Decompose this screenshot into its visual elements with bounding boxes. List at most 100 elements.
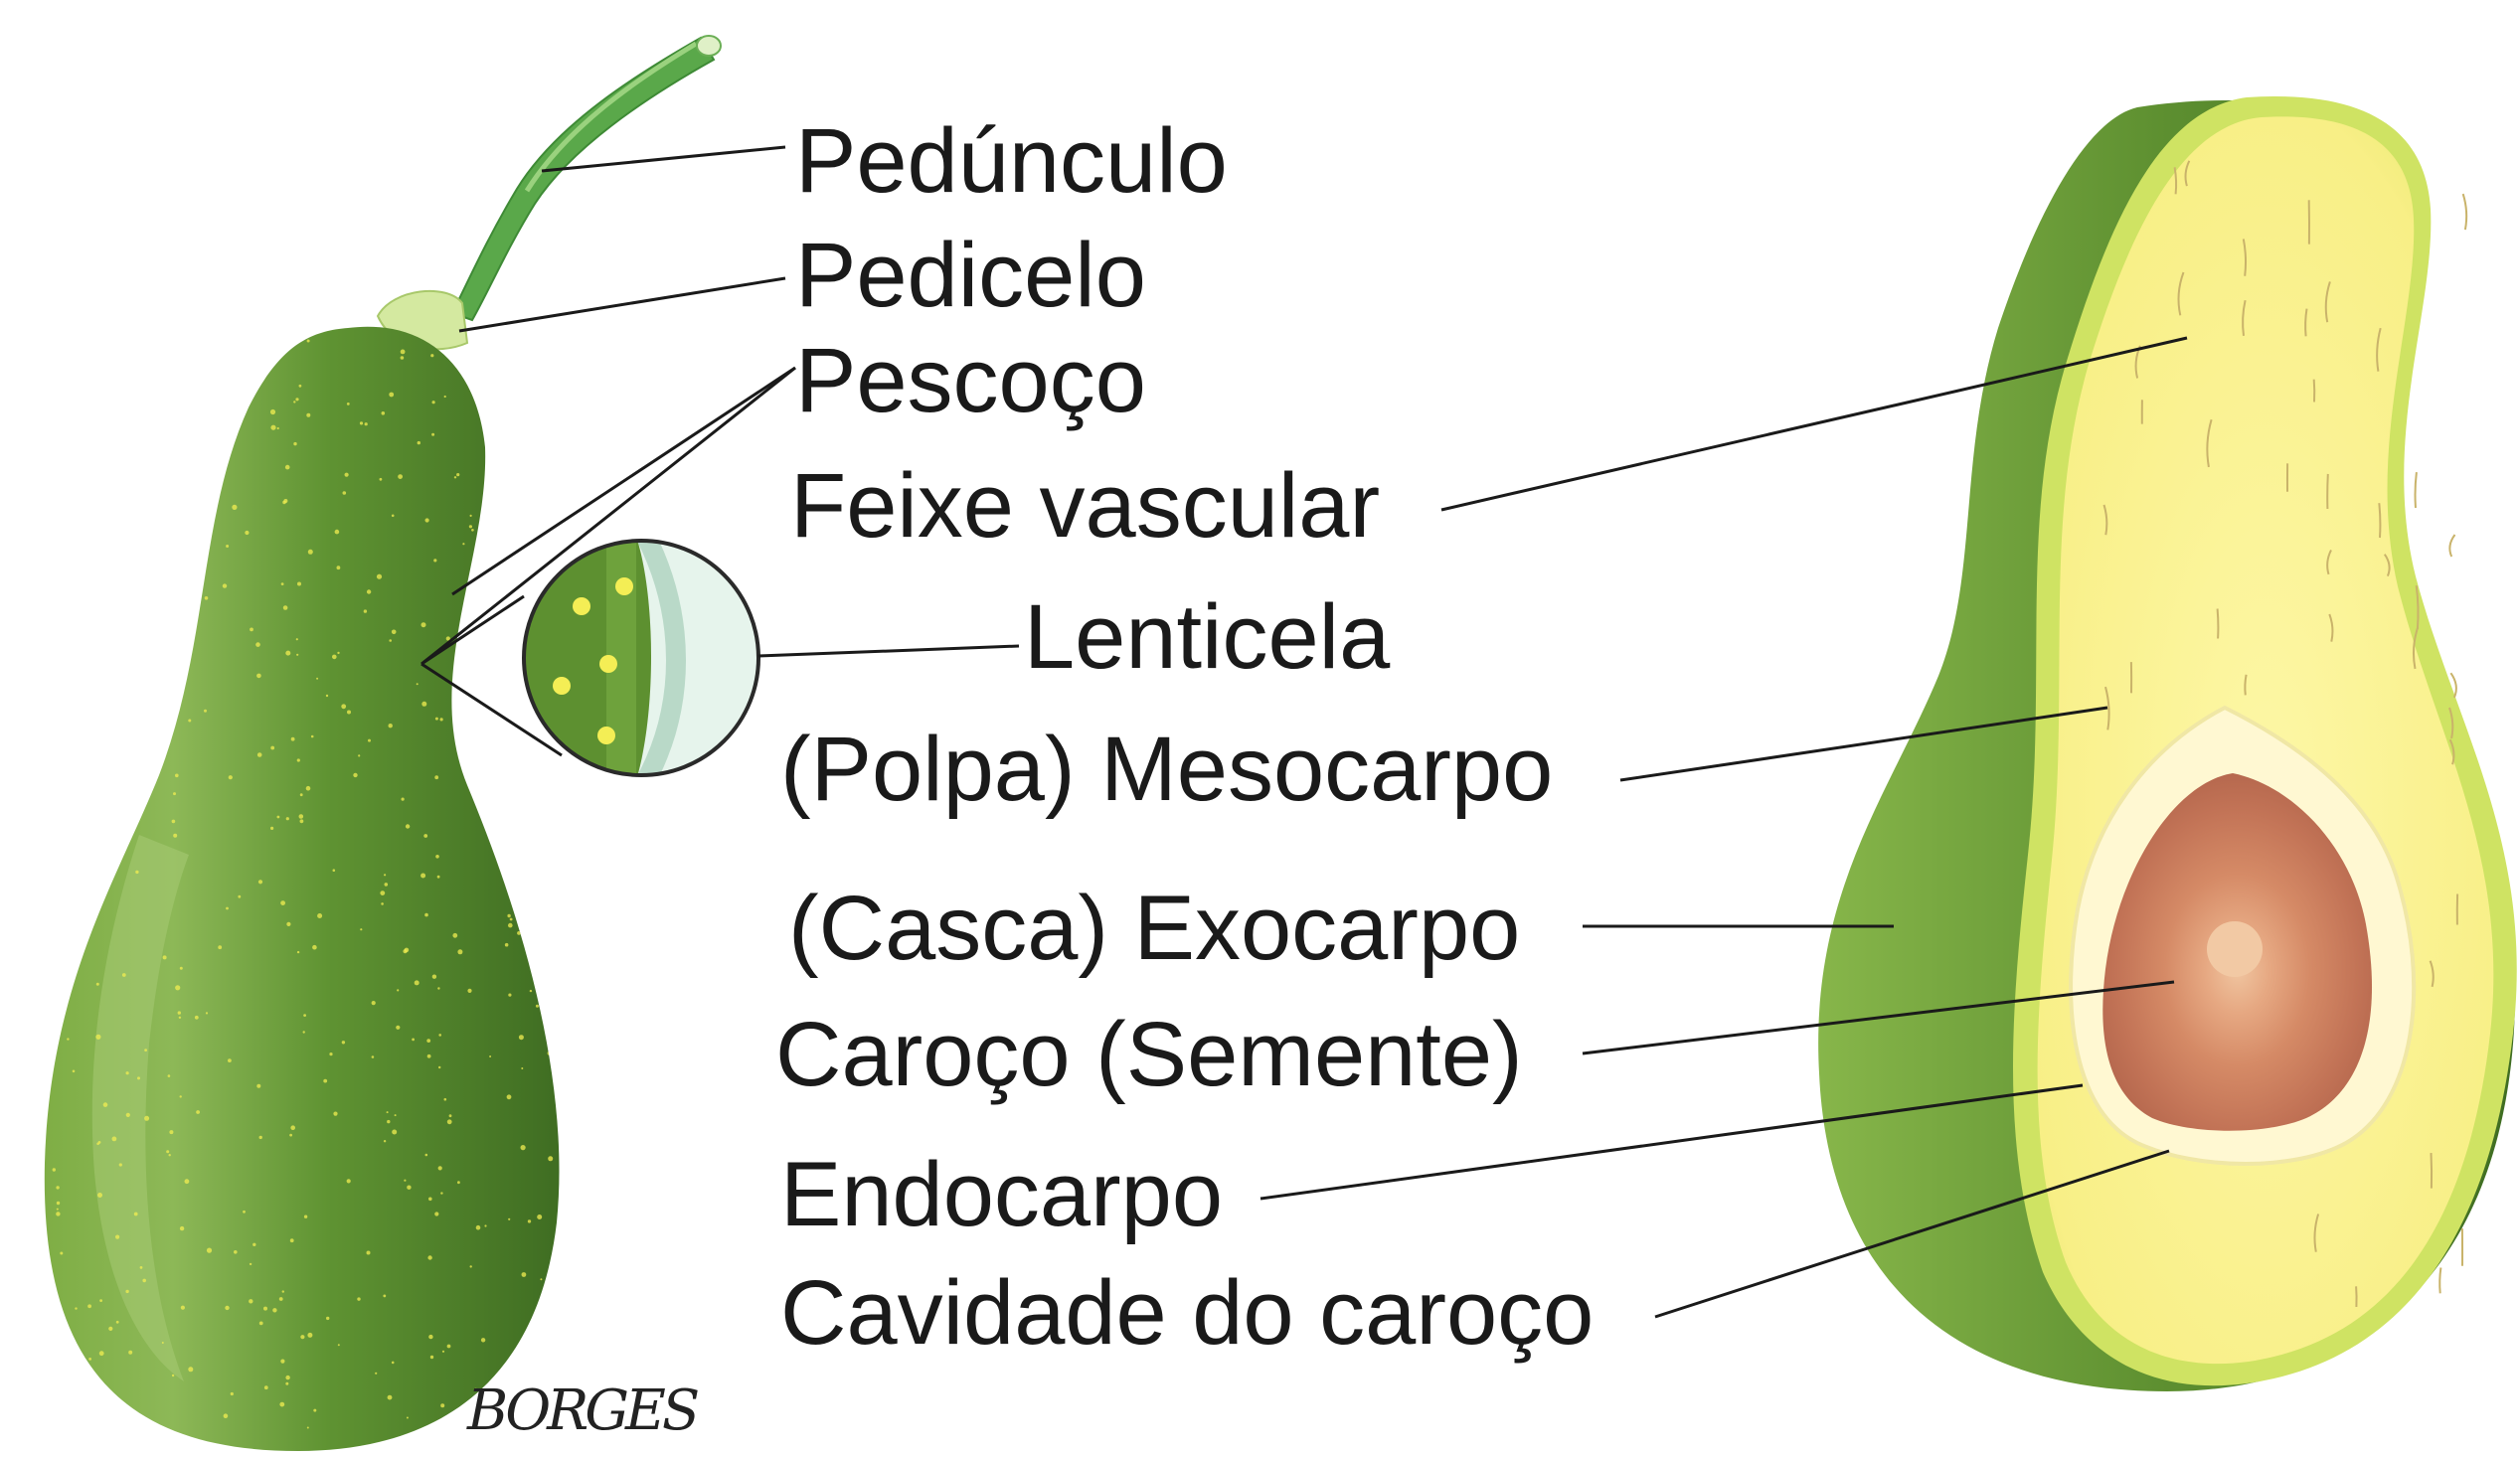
lenticel-dot bbox=[323, 1079, 327, 1083]
lenticel-dot bbox=[347, 403, 350, 405]
lenticel-dot bbox=[101, 345, 104, 348]
lenticel-dot bbox=[258, 880, 262, 884]
lenticel-dot bbox=[428, 1198, 432, 1202]
vascular-fiber bbox=[2416, 472, 2417, 508]
lenticel-dot bbox=[181, 1306, 185, 1310]
lenticel-dot bbox=[185, 614, 190, 619]
lenticel-dot bbox=[279, 1402, 284, 1407]
vascular-fiber bbox=[2327, 474, 2328, 509]
lenticel-dot bbox=[392, 630, 397, 635]
lenticel-dot bbox=[293, 337, 296, 340]
lenticel-dot bbox=[175, 774, 179, 778]
lenticel-dot bbox=[175, 492, 179, 496]
lenticel-dot bbox=[205, 596, 209, 600]
lenticel-dot bbox=[521, 1067, 523, 1069]
lenticel-dot bbox=[440, 1192, 442, 1194]
lenticel-dot bbox=[380, 478, 383, 481]
lenticel-dot bbox=[430, 354, 433, 357]
lenticel-dot bbox=[435, 718, 438, 721]
lenticel-dot bbox=[312, 945, 317, 950]
lenticel-dot bbox=[285, 651, 290, 656]
lenticel-dot bbox=[184, 535, 189, 540]
lenticel-dot bbox=[277, 427, 279, 429]
lenticel-dot bbox=[546, 841, 548, 843]
lenticel-dot bbox=[57, 1202, 60, 1205]
lenticel-dot bbox=[387, 1120, 390, 1123]
lenticel-dot bbox=[108, 1327, 112, 1331]
lenticel-dot bbox=[100, 865, 105, 870]
lenticel-dot bbox=[259, 1322, 263, 1326]
lenticel-dot bbox=[167, 600, 170, 603]
lenticel-dot bbox=[424, 913, 428, 917]
lenticel-dot bbox=[164, 662, 167, 665]
lenticel-dot bbox=[452, 933, 457, 938]
lenticel-dot bbox=[549, 858, 554, 863]
lenticel-dot bbox=[508, 1218, 510, 1220]
lenticel-dot bbox=[205, 401, 207, 403]
lenticel-dot bbox=[60, 1252, 63, 1255]
lenticel-dot bbox=[430, 1356, 433, 1359]
lenticel-dot bbox=[84, 793, 85, 795]
lenticel-dot bbox=[316, 678, 318, 680]
lenticel-dot bbox=[263, 1307, 267, 1311]
lenticel-dot bbox=[119, 746, 124, 751]
lenticel-dot bbox=[438, 1034, 441, 1037]
lenticel-dot bbox=[195, 1016, 199, 1020]
lenticel-dot bbox=[280, 1360, 284, 1364]
lenticel-dot bbox=[122, 973, 126, 977]
lenticel-dot bbox=[303, 1014, 306, 1017]
lenticel-dot bbox=[91, 508, 95, 512]
lenticel-dot bbox=[540, 1278, 542, 1280]
lenticel-dot bbox=[218, 945, 222, 949]
lenticel-dot bbox=[57, 1209, 59, 1211]
lenticel-dot bbox=[333, 1112, 337, 1116]
lenticel-dot bbox=[282, 1290, 284, 1292]
lenticel-dot bbox=[326, 1317, 329, 1320]
lenticel-dot bbox=[522, 1272, 527, 1277]
lenticel-dot bbox=[75, 1307, 77, 1309]
lenticel-dot bbox=[300, 1335, 304, 1339]
lenticel-dot bbox=[54, 974, 59, 979]
lenticel-dot bbox=[552, 1270, 556, 1274]
lenticel-dot bbox=[226, 907, 229, 910]
lenticel-dot bbox=[384, 874, 386, 876]
lenticel-dot bbox=[507, 914, 510, 917]
lenticel-dot bbox=[389, 393, 394, 398]
lenticel-dot bbox=[440, 718, 443, 721]
lenticel-dot bbox=[108, 820, 113, 825]
label-mesocarp: (Polpa) Mesocarpo bbox=[780, 719, 1553, 820]
lenticel-dot bbox=[471, 529, 474, 532]
lenticel-dot bbox=[425, 518, 429, 522]
lenticel-dot bbox=[367, 589, 371, 593]
lenticel-dot bbox=[337, 566, 341, 569]
lenticel-dot bbox=[347, 1179, 351, 1183]
lenticel-dot bbox=[343, 491, 347, 495]
lenticel-dot bbox=[178, 1011, 181, 1014]
lenticel-dot bbox=[358, 754, 360, 756]
lenticel-dot bbox=[225, 1306, 229, 1310]
lenticel-dot bbox=[126, 1113, 130, 1117]
lenticel-dot bbox=[206, 1012, 208, 1014]
lenticel-dot bbox=[437, 876, 440, 879]
lenticel-dot bbox=[285, 1382, 288, 1385]
lenticel-dot bbox=[285, 465, 290, 470]
lenticel-dot bbox=[264, 1385, 268, 1389]
lenticel-dot bbox=[67, 365, 72, 370]
lenticel-dot bbox=[380, 890, 385, 895]
lenticel-dot bbox=[62, 564, 65, 567]
lenticel-dot bbox=[299, 814, 304, 819]
label-endocarp: Endocarpo bbox=[780, 1144, 1223, 1245]
lenticel-dot bbox=[231, 1392, 234, 1395]
lenticel-dot bbox=[389, 639, 392, 642]
lenticel-dot bbox=[105, 661, 107, 663]
lenticel-dot bbox=[326, 695, 328, 697]
lenticel-dot bbox=[99, 1351, 104, 1356]
lenticel-dot bbox=[333, 869, 336, 872]
lenticel-dot bbox=[382, 411, 386, 415]
lenticel-dot bbox=[101, 397, 106, 402]
lenticel-dot bbox=[119, 1163, 122, 1166]
lenticel-dot bbox=[417, 683, 419, 685]
lenticel-dot bbox=[431, 433, 434, 436]
